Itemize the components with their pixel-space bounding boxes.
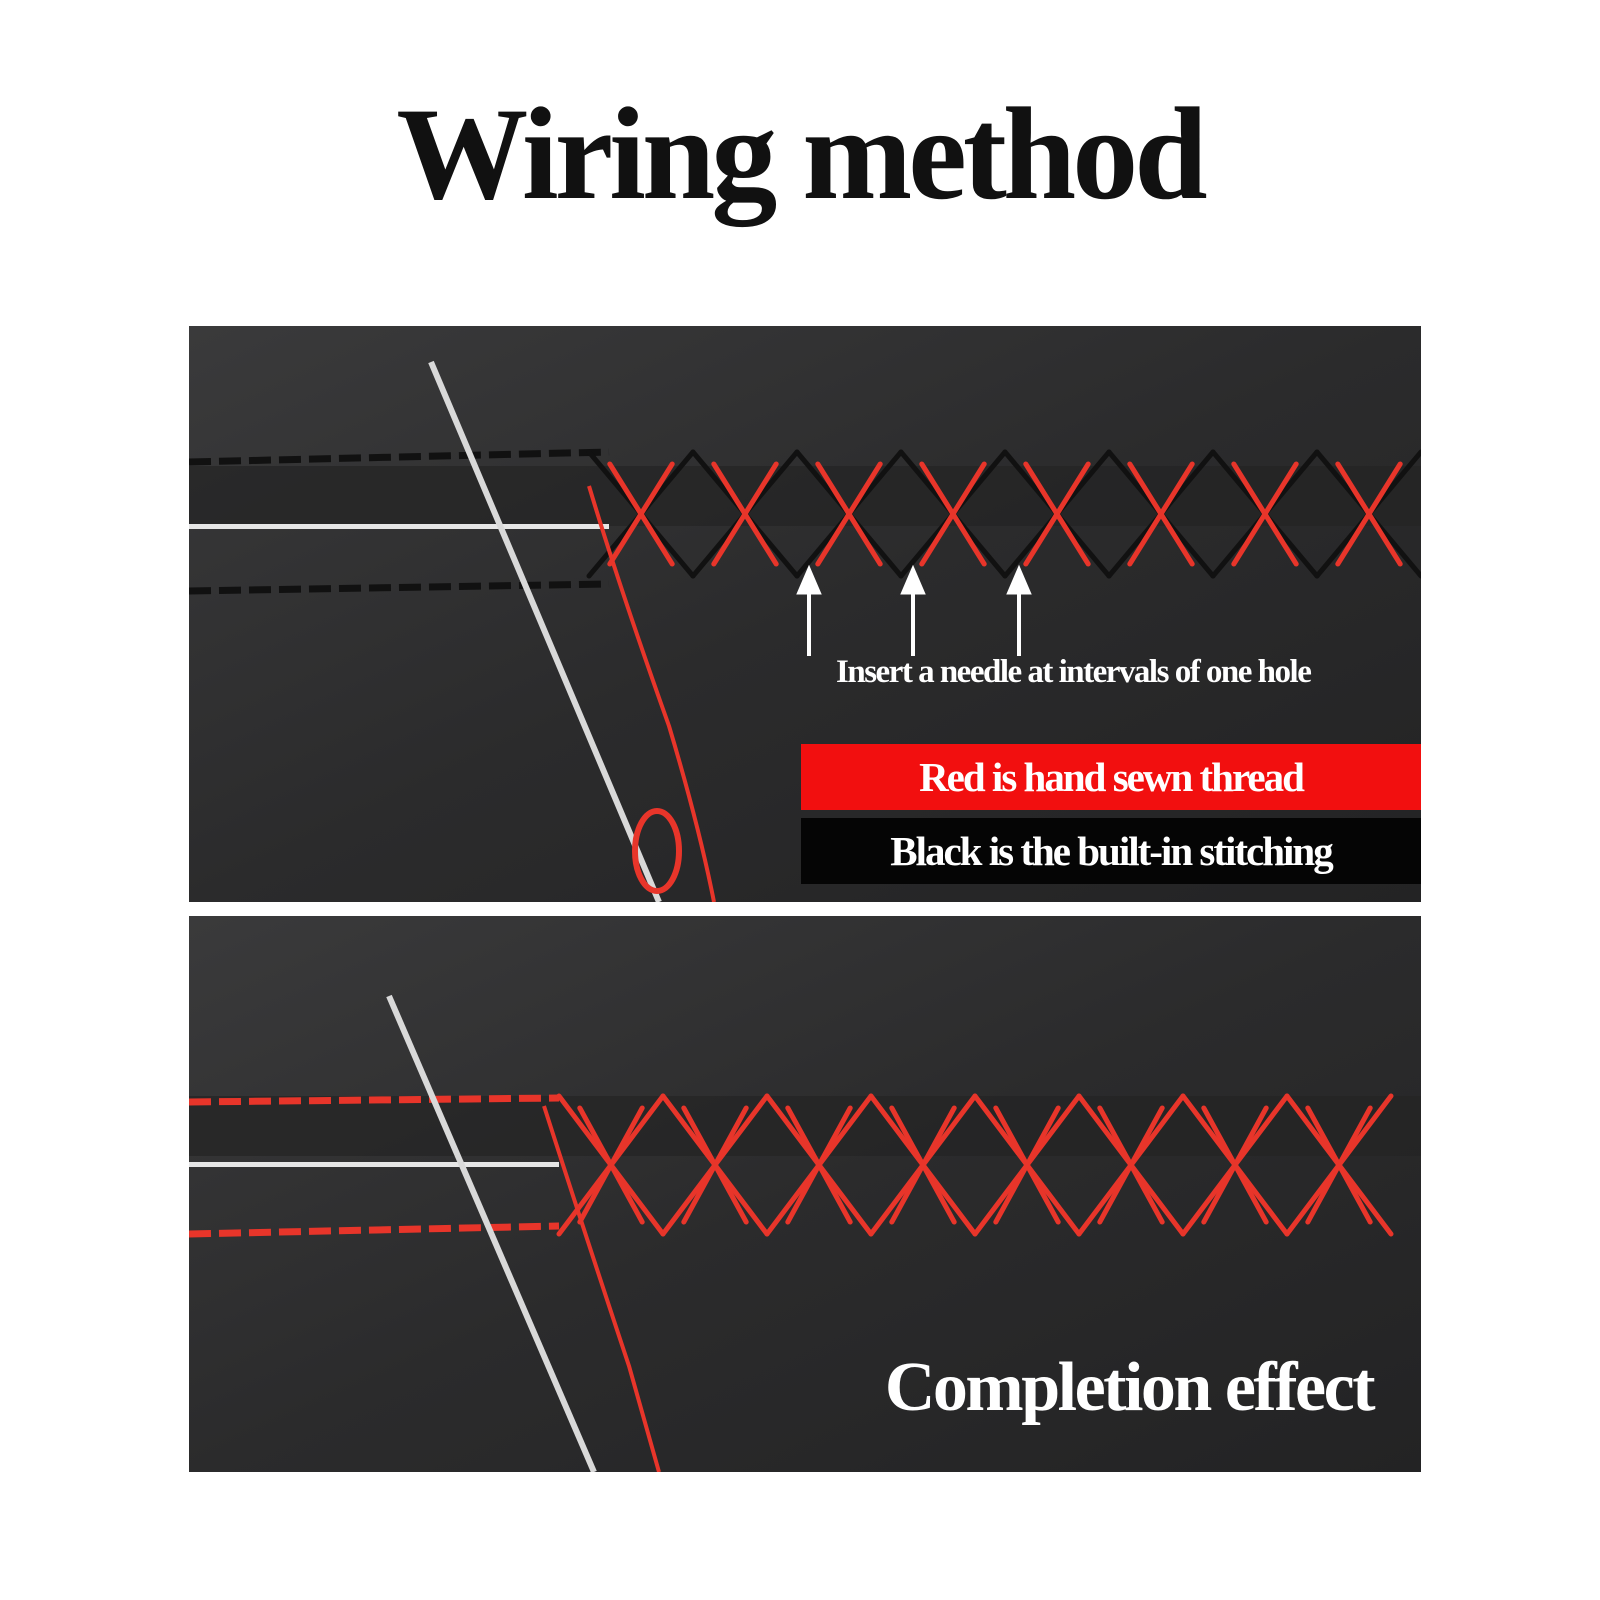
cross-stitch-pattern bbox=[556, 1093, 1394, 1237]
white-seam-line bbox=[189, 524, 609, 529]
red-running-stitch-top bbox=[189, 1094, 560, 1106]
black-running-stitch-top bbox=[189, 448, 610, 466]
thread-knot bbox=[632, 808, 682, 894]
needle bbox=[428, 360, 662, 902]
red-thread-label: Red is hand sewn thread bbox=[801, 744, 1421, 810]
needle bbox=[386, 994, 597, 1472]
page-title: Wiring method bbox=[396, 80, 1207, 227]
white-seam-line bbox=[189, 1162, 559, 1167]
black-stitch-label: Black is the built-in stitching bbox=[801, 818, 1421, 884]
black-running-stitch-bottom bbox=[189, 580, 610, 595]
seam-band bbox=[189, 466, 1421, 526]
cross-stitch-pattern bbox=[586, 449, 1421, 579]
completion-photo: Completion effect bbox=[189, 916, 1421, 1472]
leather-stitch-finished bbox=[189, 916, 1421, 1472]
needle-interval-hint: Insert a needle at intervals of one hole bbox=[836, 654, 1312, 690]
red-thread bbox=[542, 1105, 661, 1472]
completion-caption: Completion effect bbox=[884, 1349, 1376, 1426]
leather-surface bbox=[189, 326, 1421, 902]
red-running-stitch-bottom bbox=[189, 1222, 560, 1238]
leather-stitch-illustration bbox=[189, 326, 1421, 902]
red-thread bbox=[587, 485, 716, 902]
arrow-icons bbox=[796, 564, 1032, 656]
instruction-photo: Insert a needle at intervals of one hole… bbox=[189, 326, 1421, 902]
